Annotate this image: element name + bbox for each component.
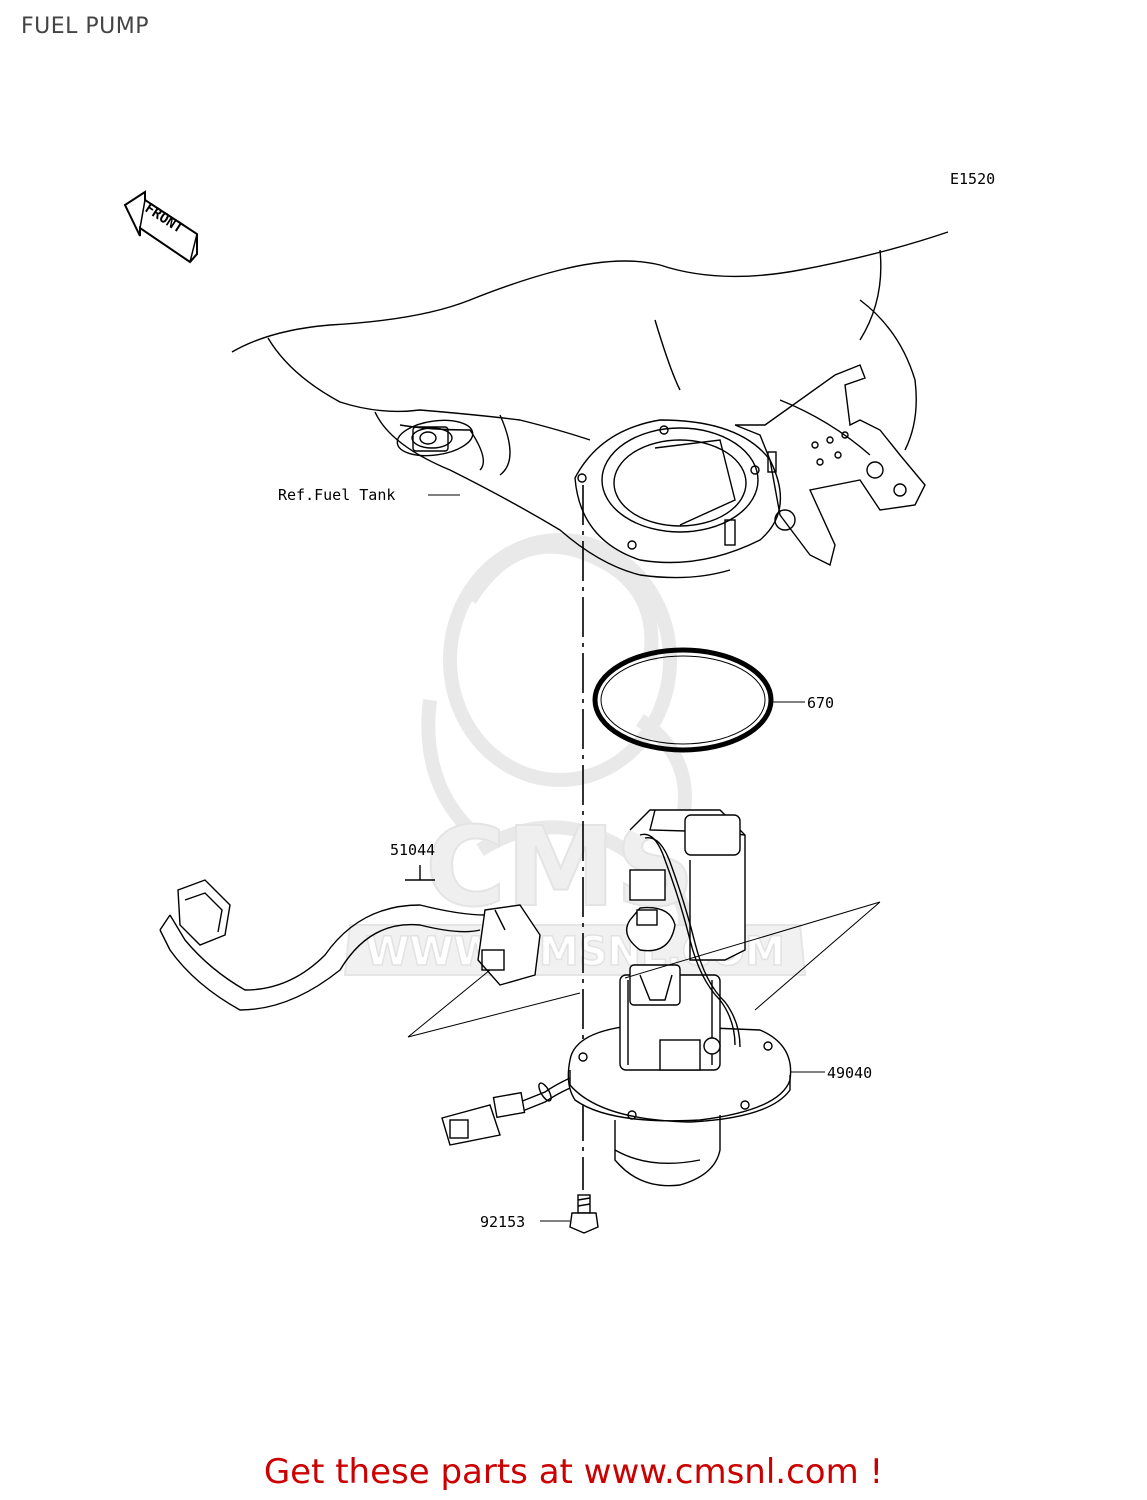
harness-51044 <box>159 865 541 1011</box>
callout-ref-fuel-tank: Ref.Fuel Tank <box>278 486 395 504</box>
page-title: FUEL PUMP <box>21 14 150 39</box>
callout-51044: 51044 <box>390 841 435 859</box>
callout-92153: 92153 <box>480 1213 525 1231</box>
callout-670: 670 <box>807 694 834 712</box>
bolt-92153 <box>569 1194 599 1234</box>
fuel-pump-49040 <box>441 809 792 1187</box>
o-ring-670 <box>592 647 774 753</box>
footer-cta-link[interactable]: Get these parts at www.cmsnl.com ! <box>263 1452 884 1492</box>
callout-49040: 49040 <box>827 1064 872 1082</box>
fuel-tank <box>231 231 949 579</box>
front-direction-arrow: FRONT <box>123 190 198 264</box>
figure-code: E1520 <box>950 170 995 188</box>
watermark-url: WWW.CMSNL.COM <box>365 929 785 975</box>
